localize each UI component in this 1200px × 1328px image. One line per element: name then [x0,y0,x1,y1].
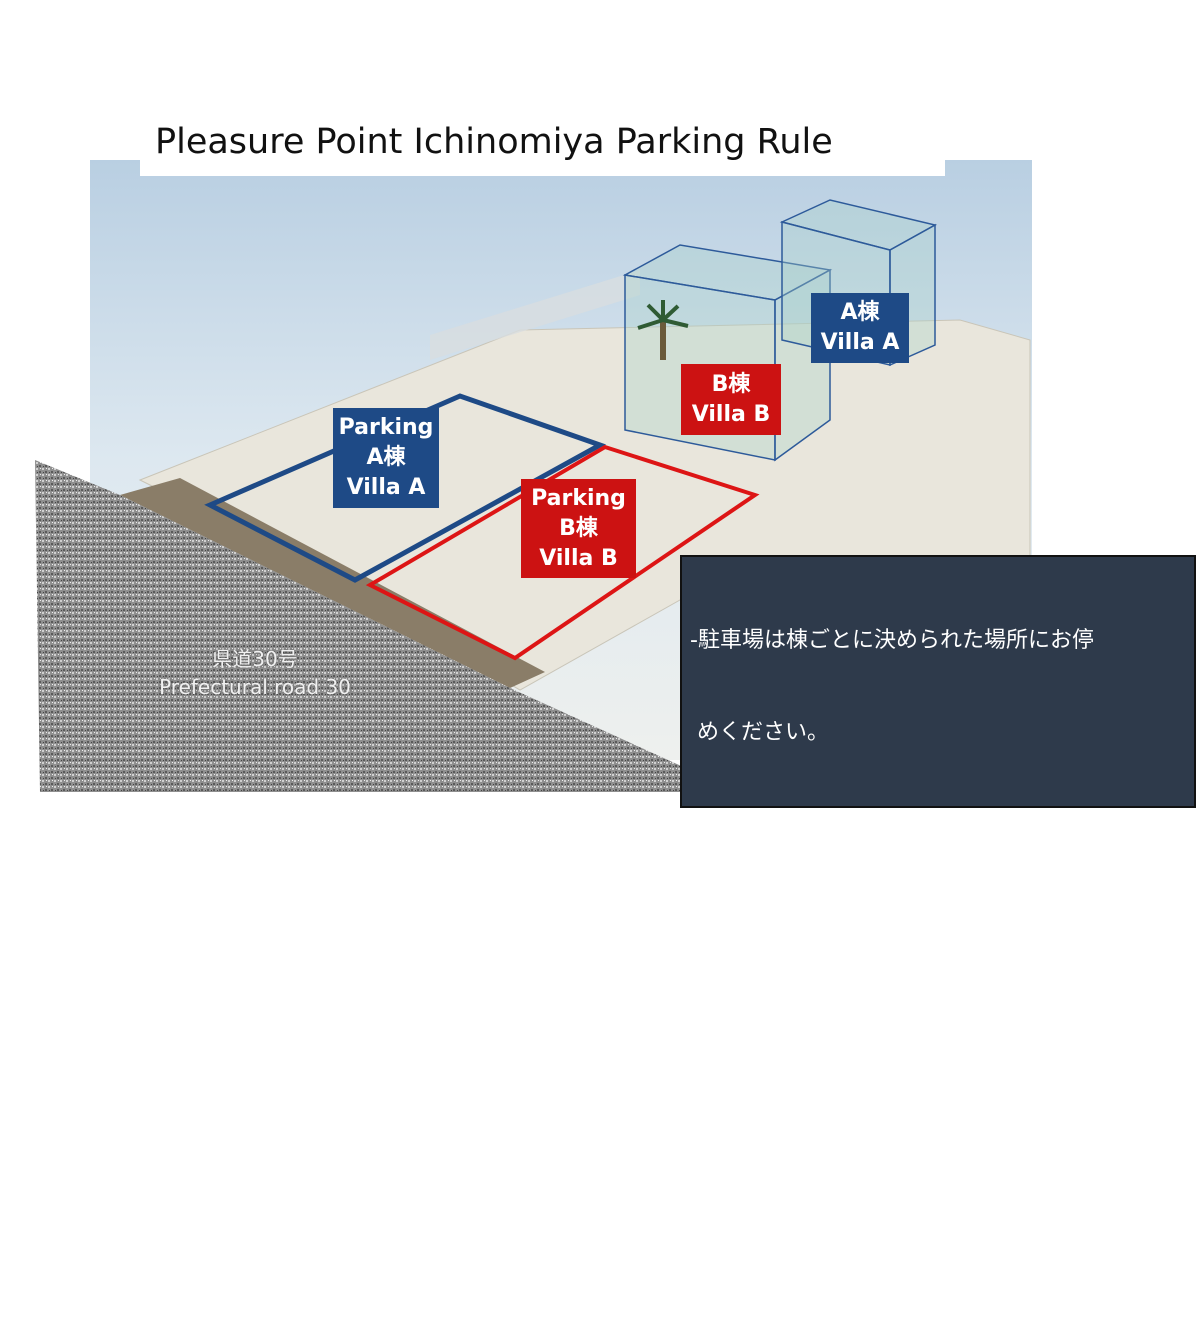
parking-b-label: Parking B棟 Villa B [521,479,636,578]
road-label: 県道30号 Prefectural road 30 [120,645,390,701]
parking-a-line3: Villa A [346,475,426,500]
rule-line: めください。 [690,719,829,745]
parking-a-label: Parking A棟 Villa A [333,408,439,508]
villa-b-label: B棟 Villa B [681,364,781,435]
prefectural-road [35,460,690,792]
rule-line: -Please use the designated parking [690,994,1079,1019]
villa-a-label: A棟 Villa A [811,293,909,363]
page-title: Pleasure Point Ichinomiya Parking Rule [155,122,833,162]
rule-line: area by your villa. [690,1085,896,1111]
rule-line: （最大 合計４台） [690,902,895,928]
rule-line: (Max 4 cars) [690,1268,834,1294]
villa-a-line2: Villa A [820,330,900,355]
palm-tree-icon [637,300,689,360]
villa-b-line1: B棟 [711,371,751,397]
rule-line: -2 cars parallel parking in a row. [690,1177,1044,1202]
title-band [140,118,945,176]
parking-a-line1: Parking [338,415,434,440]
rule-line: -駐車場は棟ごとに決められた場所にお停 [690,628,1094,653]
fence [430,270,640,360]
road-label-jp: 県道30号 [212,647,298,671]
road-label-en: Prefectural road 30 [159,675,351,699]
parking-b-line3: Villa B [539,545,618,571]
parking-rules-box: -駐車場は棟ごとに決められた場所にお停 めください。 -縦列駐車で一列２台停める… [680,555,1196,1294]
villa-b-line2: Villa B [691,401,771,427]
parking-a-line2: A棟 [366,445,406,470]
villa-a-line1: A棟 [840,300,880,325]
rule-line: -縦列駐車で一列２台停めることができます。 [690,811,1136,836]
parking-b-line2: B棟 [559,515,598,541]
parking-b-line1: Parking [531,485,626,511]
walkway-dirt [120,478,545,688]
